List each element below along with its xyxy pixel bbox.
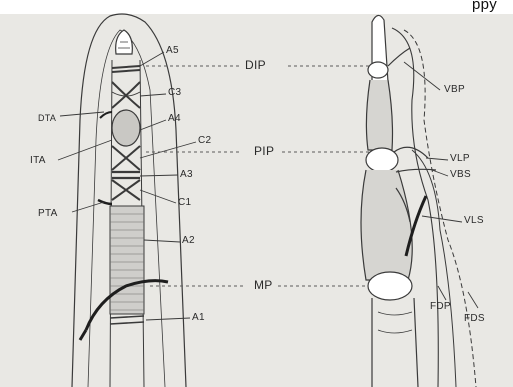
label-fds: FDS (464, 314, 485, 324)
label-c1: C1 (178, 198, 191, 208)
label-a1: A1 (192, 313, 205, 323)
label-fdp: FDP (430, 302, 451, 312)
label-c2: C2 (198, 136, 211, 146)
mp-joint (368, 272, 412, 300)
label-pip: PIP (252, 145, 276, 157)
cropped-header-text: ppy (472, 0, 497, 12)
label-mp: MP (252, 279, 275, 291)
label-vls: VLS (464, 216, 484, 226)
label-dta: DTA (38, 114, 56, 123)
label-vlp: VLP (450, 154, 470, 164)
label-dip: DIP (243, 59, 268, 71)
label-a5: A5 (166, 46, 179, 56)
label-a4: A4 (168, 114, 181, 124)
label-a2: A2 (182, 236, 195, 246)
dip-joint (368, 62, 388, 78)
label-vbp: VBP (444, 85, 465, 95)
label-pta: PTA (38, 209, 58, 219)
label-ita: ITA (30, 156, 46, 166)
label-vbs: VBS (450, 170, 471, 180)
middle-phalanx (366, 80, 392, 150)
a4-pulley-body (112, 110, 140, 146)
label-c3: C3 (168, 88, 181, 98)
label-a3: A3 (180, 170, 193, 180)
pip-joint (366, 148, 398, 172)
